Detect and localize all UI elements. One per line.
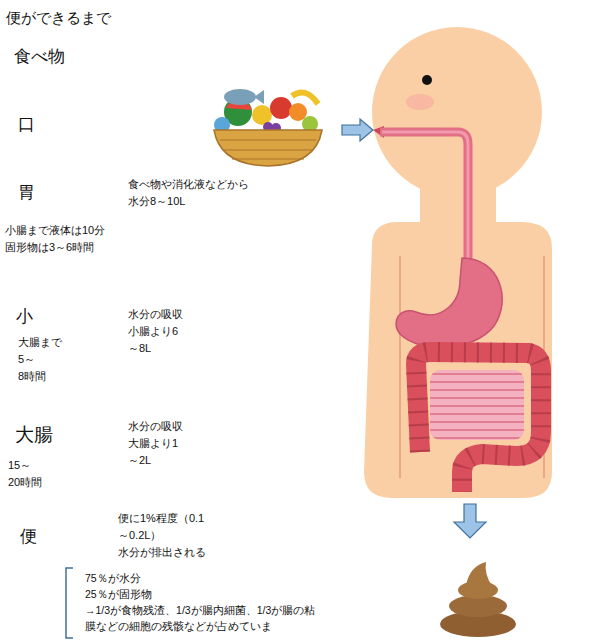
water-note: 水分の吸収 小腸より6～8L [128,306,183,357]
large-intestine-part [416,352,541,492]
step-label: 小 [16,304,33,330]
time-note: 小腸まで液体は10分 固形物は3～6時間 [5,222,105,256]
human-figure-part [364,222,552,498]
bracket [66,568,73,638]
flow-step: 便 [20,524,37,550]
stomach [396,258,502,347]
esophagus-part [380,132,468,262]
food-basket [214,89,322,166]
esophagus-part [382,132,468,262]
food-basket-part [289,103,307,121]
flow-step: 食べ物 [14,44,65,70]
food-basket-part [252,105,272,125]
stool-icon-part [466,562,492,586]
excretion-arrow [454,504,486,538]
human-figure-part [406,94,434,110]
note-text: 水分の吸収 小腸より6～8L [128,306,183,357]
step-label: 胃 [18,180,35,206]
diagram-title: 便ができるまで [6,6,111,29]
food-basket-part [254,90,264,104]
flow-step: 胃 [18,180,35,206]
flow-step: 口 [18,112,35,138]
note-text: 25％が固形物 [85,586,317,602]
composition-note: 75％が水分25％が固形物→1/3が食物残渣、1/3が腸内細菌、1/3が腸の粘膜… [85,570,317,634]
note-text: 食べ物や消化液などから 水分8～10L [128,176,249,210]
human-figure-part [422,75,432,85]
human-figure [364,27,552,498]
food-basket-part [292,92,318,104]
flow-step: 大腸 [15,420,53,449]
large-intestine-part [416,352,541,492]
food-basket-part [214,130,322,166]
stool-icon [440,562,516,637]
food-basket-part [220,140,316,159]
time-note: 大腸まで 5～8時間 [18,334,62,385]
human-figure-part [372,27,542,197]
step-label: 食べ物 [14,44,65,70]
step-label: 便 [20,524,37,550]
note-text: →1/3が食物残渣、1/3が腸内細菌、1/3が腸の粘膜などの細胞の残骸などが占め… [85,602,317,634]
note-text: 75％が水分 [85,570,317,586]
step-label: 口 [18,112,35,138]
time-note: 15～20時間 [8,457,42,491]
food-arrow [342,119,373,141]
step-label: 大腸 [15,420,53,449]
esophagus [380,132,468,262]
food-basket-part [224,89,256,105]
water-note: 便に1%程度（0.1～0.2L） 水分が排出される [118,510,206,561]
note-text: 水分の吸収 大腸より1～2L [128,418,183,469]
note-text: 便に1%程度（0.1～0.2L） 水分が排出される [118,510,206,561]
water-note: 食べ物や消化液などから 水分8～10L [128,176,249,210]
small-intestine [430,370,524,440]
flow-step: 小 [16,304,33,330]
water-note: 水分の吸収 大腸より1～2L [128,418,183,469]
large-intestine [416,352,541,492]
food-basket-part [270,97,292,119]
